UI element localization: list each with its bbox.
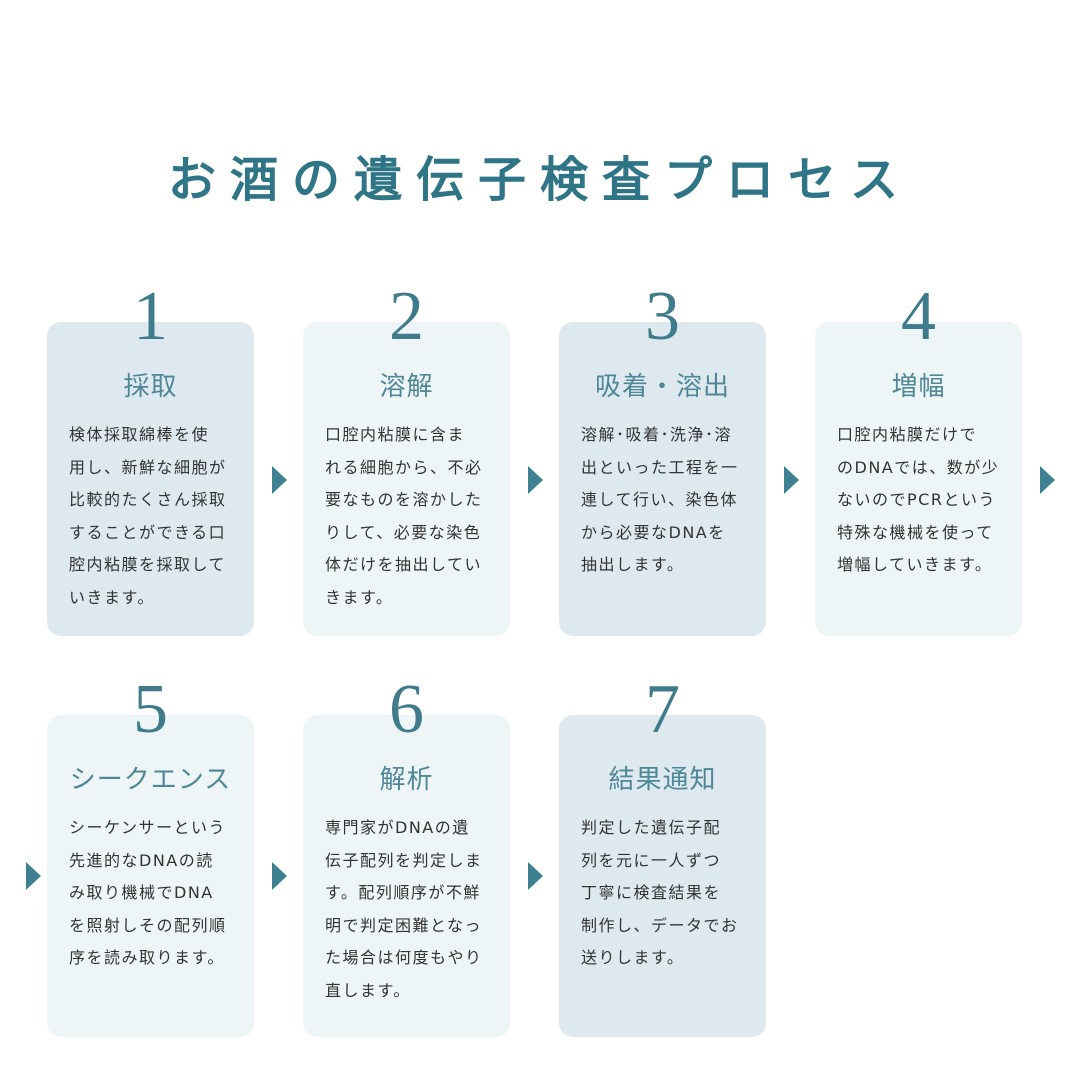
step-number: 7 — [645, 671, 680, 748]
step-card-6: 6 解析 専門家がDNAの遺 伝子配列を判定しま す。配列順序が不鮮 明で判定困… — [303, 675, 510, 1037]
step-card-1: 1 採取 検体採取綿棒を使 用し、新鮮な細胞が 比較的たくさん採取 することがで… — [47, 282, 254, 636]
step-number: 1 — [133, 278, 168, 355]
arrow-right-icon — [272, 862, 287, 890]
step-number: 4 — [901, 278, 936, 355]
step-heading: 採取 — [123, 372, 178, 402]
step-number: 6 — [389, 671, 424, 748]
step-description: 口腔内粘膜に含ま れる細胞から、不必 要なものを溶かした りして、必要な染色 体… — [325, 425, 483, 607]
step-heading: 結果通知 — [608, 765, 717, 795]
step-number: 2 — [389, 278, 424, 355]
step-card-2: 2 溶解 口腔内粘膜に含ま れる細胞から、不必 要なものを溶かした りして、必要… — [303, 282, 510, 636]
step-heading: シークエンス — [69, 765, 232, 795]
step-number: 5 — [133, 671, 168, 748]
step-heading: 解析 — [379, 765, 434, 795]
step-card-7: 7 結果通知 判定した遺伝子配 列を元に一人ずつ 丁寧に検査結果を 制作し、デー… — [559, 675, 766, 1037]
arrow-right-icon — [528, 862, 543, 890]
step-card-3: 3 吸着・溶出 溶解･吸着･洗浄･溶 出といった工程を一 連して行い、染色体 か… — [559, 282, 766, 636]
arrow-right-icon — [272, 466, 287, 494]
step-heading: 溶解 — [379, 372, 434, 402]
step-description: 検体採取綿棒を使 用し、新鮮な細胞が 比較的たくさん採取 することができる口 腔… — [69, 425, 227, 607]
arrow-right-icon — [784, 466, 799, 494]
step-card-5: 5 シークエンス シーケンサーという 先進的なDNAの読 み取り機械でDNA を… — [47, 675, 254, 1037]
page-title: お酒の遺伝子検査プロセス — [167, 152, 912, 208]
arrow-right-icon — [528, 466, 543, 494]
arrow-right-icon — [26, 862, 41, 890]
step-description: シーケンサーという 先進的なDNAの読 み取り機械でDNA を照射しその配列順 … — [69, 818, 227, 967]
step-description: 溶解･吸着･洗浄･溶 出といった工程を一 連して行い、染色体 から必要なDNAを… — [581, 425, 739, 574]
step-heading: 吸着・溶出 — [594, 372, 730, 402]
step-description: 口腔内粘膜だけで のDNAでは、数が少 ないのでPCRという 特殊な機械を使って… — [837, 425, 1000, 574]
arrow-right-icon — [1040, 466, 1055, 494]
step-card-4: 4 増幅 口腔内粘膜だけで のDNAでは、数が少 ないのでPCRという 特殊な機… — [815, 282, 1022, 636]
step-description: 判定した遺伝子配 列を元に一人ずつ 丁寧に検査結果を 制作し、データでお 送りし… — [581, 818, 739, 967]
step-description: 専門家がDNAの遺 伝子配列を判定しま す。配列順序が不鮮 明で判定困難となっ … — [325, 818, 483, 1000]
step-heading: 増幅 — [891, 372, 946, 402]
step-number: 3 — [645, 278, 680, 355]
